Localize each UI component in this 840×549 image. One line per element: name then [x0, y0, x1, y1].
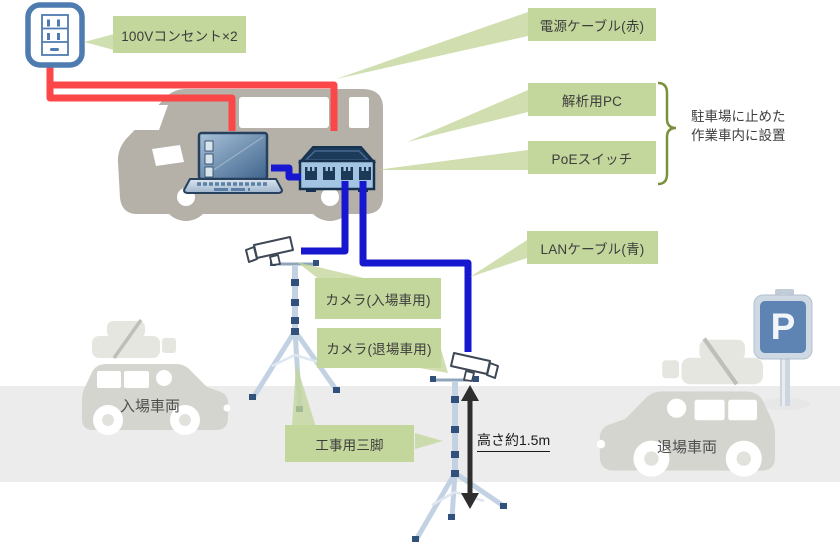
exit-vehicle-label: 退場車両 [656, 439, 717, 456]
label-poe-switch: PoEスイッチ [528, 141, 656, 174]
power-outlet-icon [25, 2, 85, 68]
tripod-exit-icon [412, 376, 507, 542]
parking-sign-icon [753, 289, 813, 410]
brace-bracket [657, 81, 677, 186]
label-analysis-pc: 解析用PC [528, 83, 656, 116]
camera-entry-icon [245, 236, 294, 266]
callout-tails [84, 12, 528, 449]
label-lan-cable: LANケーブル(青) [527, 231, 658, 264]
label-power-cable: 電源ケーブル(赤) [528, 8, 656, 41]
label-camera-entry: カメラ(入場車用) [315, 278, 441, 319]
entry-car-icon [80, 318, 233, 437]
lan-cable-lines [271, 164, 472, 352]
label-tripod: 工事用三脚 [285, 425, 414, 462]
install-note-line1: 駐車場に止めた [691, 109, 786, 124]
install-note-line2: 作業車内に設置 [691, 128, 786, 143]
power-cable-lines [46, 63, 338, 131]
install-note: 駐車場に止めた 作業車内に設置 [691, 107, 786, 145]
laptop-icon [182, 131, 284, 194]
entry-vehicle-label: 入場車両 [119, 398, 180, 415]
parking-sign-letter: P [770, 306, 796, 347]
height-arrow-icon [461, 385, 479, 509]
height-label: 高さ約1.5m [477, 430, 551, 452]
label-camera-exit: カメラ(退場車用) [317, 328, 441, 368]
label-outlet: 100Vコンセント×2 [113, 16, 246, 53]
